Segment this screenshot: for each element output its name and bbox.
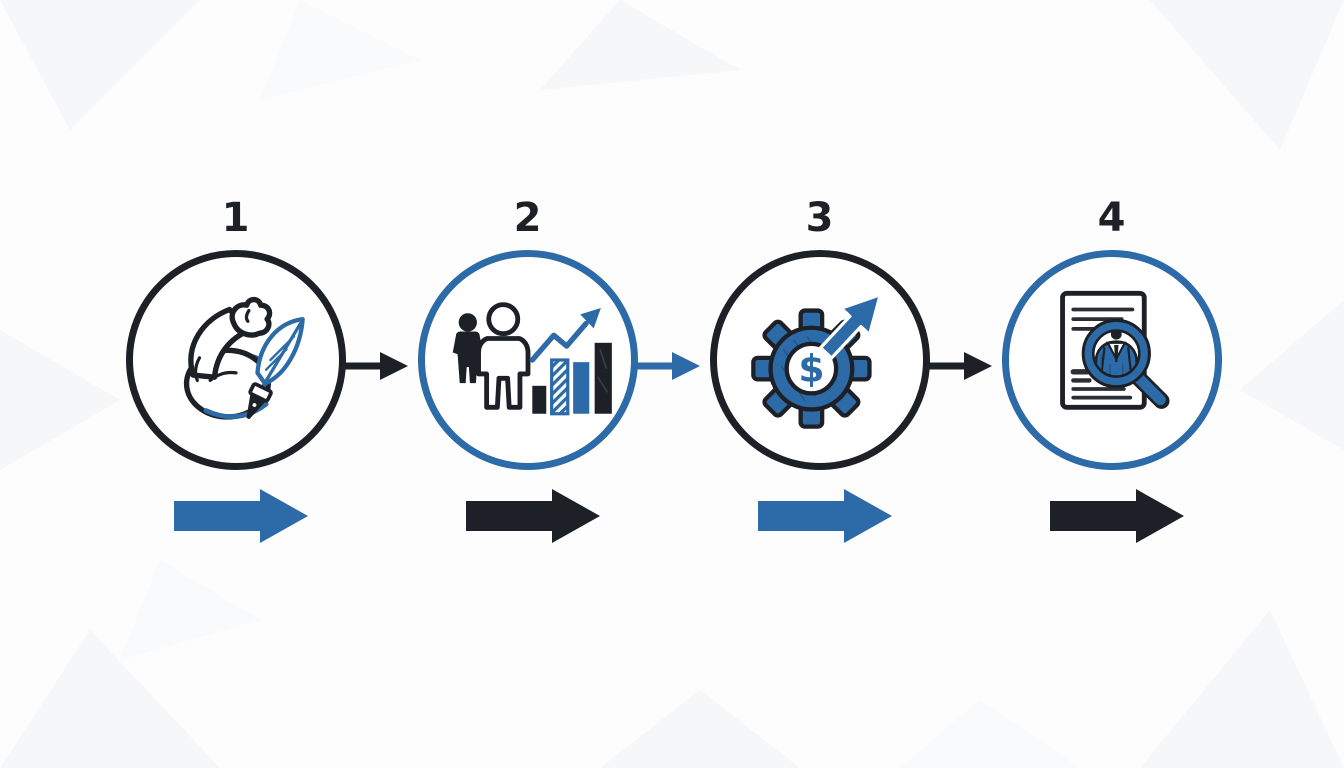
step-4-number: 4 xyxy=(1097,195,1127,241)
step-2-circle xyxy=(418,250,638,470)
step-4-circle xyxy=(1002,250,1222,470)
step-1-number: 1 xyxy=(221,195,251,241)
step-1-circle xyxy=(126,250,346,470)
step-3-circle: $ xyxy=(710,250,930,470)
flow-arrow-step-4 xyxy=(1050,489,1184,543)
step-3: 3 xyxy=(710,198,992,543)
step-2-number: 2 xyxy=(513,195,543,241)
flow-arrow-step-3 xyxy=(758,489,892,543)
step-3-number: 3 xyxy=(805,195,835,241)
people-growth-chart-icon xyxy=(452,302,612,416)
svg-text:$: $ xyxy=(798,347,824,391)
gear-dollar-growth-icon: $ xyxy=(751,293,882,429)
document-magnifier-icon xyxy=(1060,290,1170,410)
connector-arrow-3-4 xyxy=(924,352,992,380)
connector-arrow-1-2 xyxy=(340,352,408,380)
flow-arrow-step-1 xyxy=(174,489,308,543)
step-1: 1 xyxy=(126,198,408,543)
connector-arrow-2-3 xyxy=(632,352,700,380)
flexed-arm-quill-icon xyxy=(183,296,305,420)
step-4: 4 xyxy=(1002,198,1222,543)
step-2: 2 xyxy=(418,198,700,543)
flow-arrow-step-2 xyxy=(466,489,600,543)
